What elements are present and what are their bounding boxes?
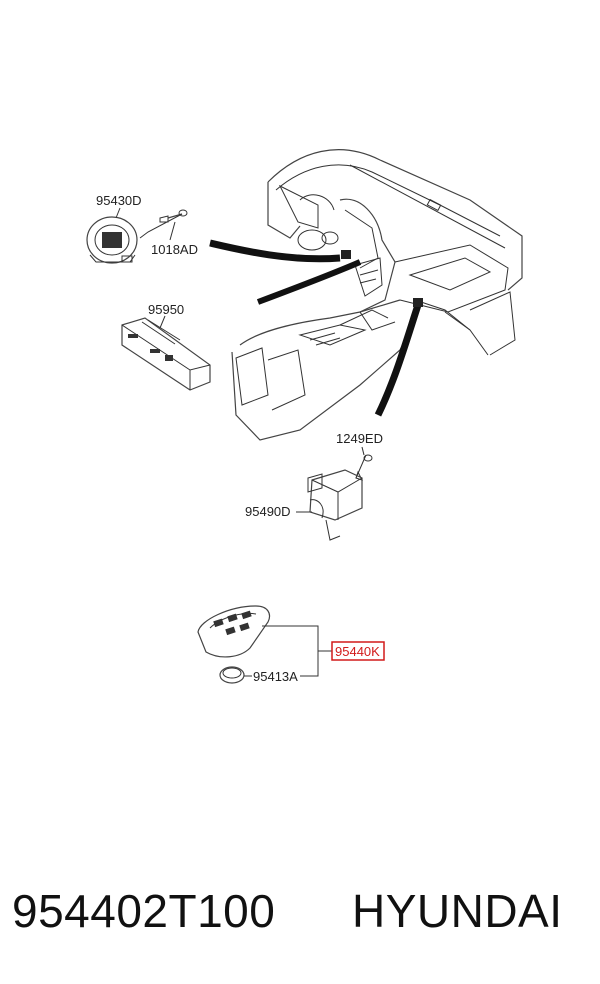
- start-button-part: [86, 216, 138, 264]
- footer: 954402T100 HYUNDAI: [0, 876, 600, 946]
- switch-panel-part: [121, 317, 211, 391]
- label-95413A: 95413A: [253, 669, 298, 684]
- key-holder-part: [307, 469, 363, 541]
- bolt-part: [139, 209, 188, 239]
- label-95950: 95950: [148, 302, 184, 317]
- label-95490D: 95490D: [245, 504, 291, 519]
- smart-key-part: [197, 605, 271, 658]
- label-95440K: 95440K: [335, 644, 380, 659]
- label-1018AD: 1018AD: [151, 242, 198, 257]
- label-1249ED: 1249ED: [336, 431, 383, 446]
- dashboard-illustration: [209, 149, 523, 441]
- brand-name: HYUNDAI: [352, 885, 563, 937]
- part-number: 954402T100: [12, 885, 276, 937]
- battery-part: [219, 666, 245, 684]
- smart-key-highlight-box: [331, 641, 385, 661]
- label-95430D: 95430D: [96, 193, 142, 208]
